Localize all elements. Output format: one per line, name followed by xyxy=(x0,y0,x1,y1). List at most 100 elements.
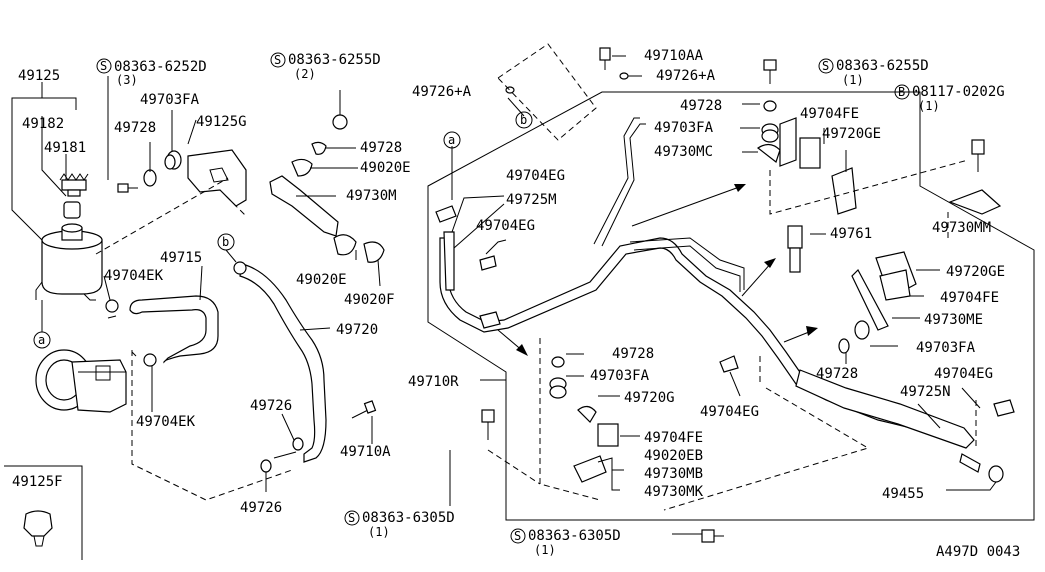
symbol-s-3: S xyxy=(822,59,829,73)
label-49726-upper: 49726 xyxy=(250,398,292,414)
label-49726A-upper: 49726+A xyxy=(656,68,716,84)
bracket-49730MC xyxy=(756,143,781,163)
bush-49703FA-left xyxy=(164,150,182,170)
clip-49704EG-lower xyxy=(719,355,739,373)
label-49703FA-left: 49703FA xyxy=(140,92,200,108)
symbol-s-5: S xyxy=(514,529,521,543)
label-49730M: 49730M xyxy=(346,188,397,204)
label-49730MM: 49730MM xyxy=(932,220,991,236)
label-49710A: 49710A xyxy=(340,444,391,460)
grommet-49020E-low xyxy=(333,234,357,256)
clip-49704EG-upper xyxy=(435,205,457,223)
block-49704FE-right xyxy=(879,269,911,301)
svg-text:a: a xyxy=(38,333,45,347)
label-49704EK-upper: 49704EK xyxy=(104,268,164,284)
label-49728-upper: 49728 xyxy=(680,98,722,114)
label-49710R: 49710R xyxy=(408,374,459,390)
screw-symbol-5: S xyxy=(510,528,526,544)
label-49704EG-lower: 49704EG xyxy=(700,404,759,420)
hose-49725M xyxy=(443,231,455,291)
label-49725N: 49725N xyxy=(900,384,951,400)
screw-08363-6255D-right xyxy=(763,59,777,84)
label-49704EG-upper: 49704EG xyxy=(506,168,565,184)
grommet-49728-mid xyxy=(311,141,327,155)
label-49720G: 49720G xyxy=(624,390,675,406)
screw-symbol-3: S xyxy=(818,58,834,74)
bracket-49125G xyxy=(187,149,247,207)
label-49761: 49761 xyxy=(830,226,872,242)
bush-49703FA-upper xyxy=(761,123,779,143)
label-49125G: 49125G xyxy=(196,114,247,130)
label-49704EG-mid: 49704EG xyxy=(476,218,535,234)
screw-symbol-1: S xyxy=(96,58,112,74)
label-49704EK-lower: 49704EK xyxy=(136,414,196,430)
bush-49703FA-right xyxy=(854,320,870,340)
label-49125F: 49125F xyxy=(12,474,63,490)
label-08117-0202G: 08117-0202G xyxy=(912,84,1005,100)
label-49720: 49720 xyxy=(336,322,378,338)
bolt-08117-0202G xyxy=(971,139,985,172)
screw-symbol-4: S xyxy=(344,510,360,526)
label-49455: 49455 xyxy=(882,486,924,502)
cap-49455 xyxy=(988,465,1004,483)
label-qty-1-b: (1) xyxy=(918,99,940,113)
label-49704EG-right: 49704EG xyxy=(934,366,993,382)
ref-circle-b-left: b xyxy=(217,233,235,251)
label-49710AA: 49710AA xyxy=(644,48,704,64)
label-49703FA-lower: 49703FA xyxy=(590,368,650,384)
reservoir-49125 xyxy=(35,223,103,301)
bracket-49720G xyxy=(577,405,597,423)
clamp-49704EK-lower xyxy=(131,351,157,367)
cap-49181 xyxy=(59,173,89,197)
label-49728-left: 49728 xyxy=(114,120,156,136)
label-49725M: 49725M xyxy=(506,192,557,208)
hose-49715 xyxy=(129,295,219,364)
block-49704FE-lower xyxy=(597,423,619,447)
washer-49728-right xyxy=(838,338,850,354)
label-qty-2: (2) xyxy=(294,67,316,81)
label-49020E-mid: 49020E xyxy=(360,160,411,176)
label-49715: 49715 xyxy=(160,250,202,266)
bracket-49730MB xyxy=(573,455,607,483)
label-08363-6255D-right: 08363-6255D xyxy=(836,58,929,74)
hose-49720 xyxy=(239,263,327,463)
clamp-49704EK-upper xyxy=(105,299,119,319)
bolt-49710AA xyxy=(599,47,611,70)
screw-08363-6255D-left xyxy=(332,90,348,130)
label-08363-6255D-left: 08363-6255D xyxy=(288,52,381,68)
label-08363-6305D-bottom: 08363-6305D xyxy=(528,528,621,544)
svg-text:b: b xyxy=(222,235,229,249)
clip-49704EG-pipe xyxy=(479,311,501,329)
label-49020F: 49020F xyxy=(344,292,395,308)
label-49720GE-right: 49720GE xyxy=(946,264,1005,280)
label-49730ME: 49730ME xyxy=(924,312,983,328)
strainer-49182 xyxy=(63,201,81,219)
screw-symbol-2: S xyxy=(270,52,286,68)
bracket-49730ME xyxy=(851,269,889,331)
pipe-49725N xyxy=(795,369,975,449)
symbol-s-2: S xyxy=(274,53,281,67)
label-49020EB: 49020EB xyxy=(644,448,703,464)
diagram-code: A497D 0043 xyxy=(936,544,1020,560)
bolt-49710A xyxy=(351,400,377,419)
washer-49726A-upper xyxy=(619,72,629,80)
label-49730MK: 49730MK xyxy=(644,484,704,500)
symbol-b: B xyxy=(898,85,905,99)
label-49726A-left: 49726+A xyxy=(412,84,472,100)
bolt-symbol: B xyxy=(894,84,910,100)
assembly-outline xyxy=(427,91,1035,521)
label-qty-3: (3) xyxy=(116,73,138,87)
label-49730MC: 49730MC xyxy=(654,144,713,160)
sensor-49761 xyxy=(787,225,803,273)
label-49728-lower: 49728 xyxy=(612,346,654,362)
block-49704FE-upper xyxy=(799,137,821,169)
grommet-49020F xyxy=(363,241,385,263)
bracket-49730MM-right xyxy=(948,189,1002,215)
label-49703FA-upper: 49703FA xyxy=(654,120,714,136)
label-qty-1-c: (1) xyxy=(368,525,390,539)
label-49726-lower: 49726 xyxy=(240,500,282,516)
grommet-49020E-mid xyxy=(291,158,313,177)
label-49704FE-right: 49704FE xyxy=(940,290,999,306)
label-49728-mid: 49728 xyxy=(360,140,402,156)
